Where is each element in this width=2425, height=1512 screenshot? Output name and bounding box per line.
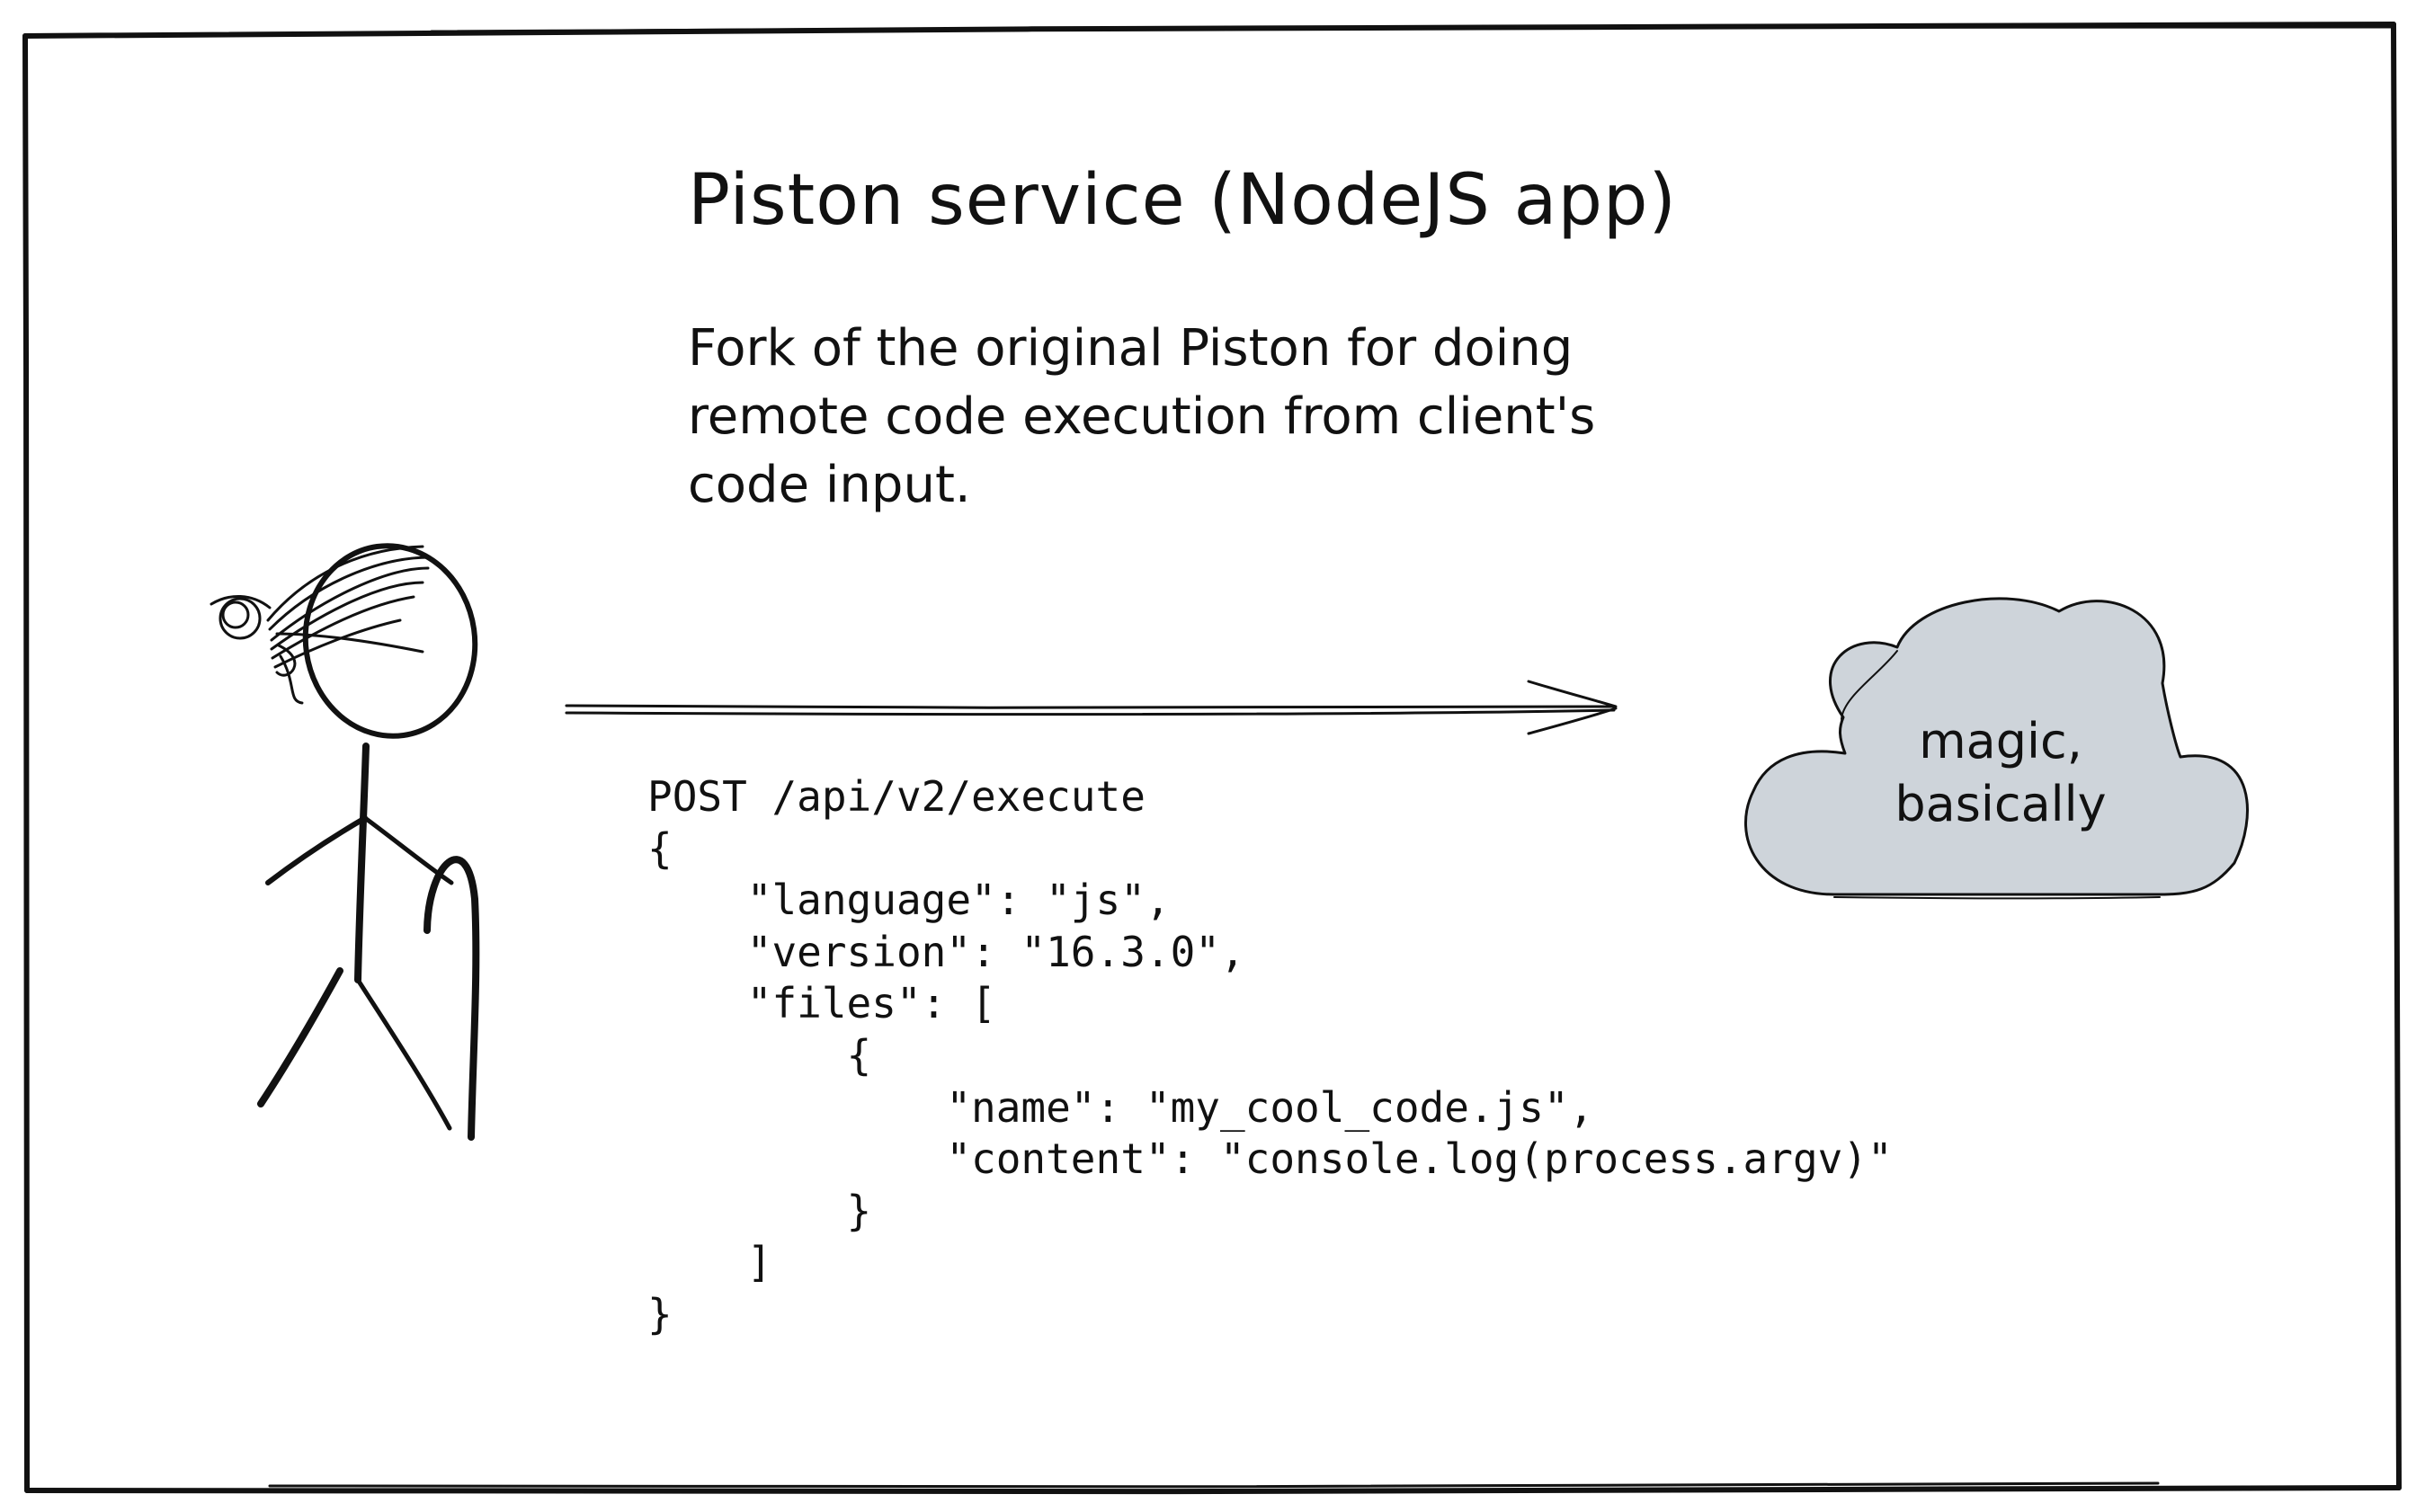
- code-line: "content": "console.log(process.argv)": [647, 1134, 1893, 1184]
- code-line: }: [647, 1186, 872, 1235]
- code-line: "name": "my_cool_code.js",: [647, 1082, 1594, 1132]
- code-line: }: [647, 1289, 673, 1339]
- description-line: remote code execution from client's: [688, 387, 1596, 446]
- stick-figure-with-cane-icon: [210, 543, 480, 1141]
- description-line: code input.: [688, 456, 971, 514]
- code-line: {: [647, 823, 673, 873]
- cloud-label: magic, basically: [1852, 710, 2149, 836]
- service-description: Fork of the original Piston for doing re…: [688, 315, 1713, 520]
- request-code-block: POST /api/v2/execute{ "language": "js", …: [647, 771, 1893, 1341]
- code-line: "version": "16.3.0",: [647, 927, 1245, 976]
- code-line: POST /api/v2/execute: [647, 772, 1146, 821]
- cloud-label-line: basically: [1895, 776, 2107, 832]
- arrow-right-icon: [565, 680, 1618, 735]
- code-line: "language": "js",: [647, 876, 1171, 925]
- frame-border: [22, 22, 2402, 1495]
- code-line: "files": [: [647, 979, 996, 1028]
- cloud-icon: [1744, 597, 2249, 900]
- code-line: {: [647, 1030, 872, 1080]
- description-line: Fork of the original Piston for doing: [688, 319, 1574, 378]
- diagram-title: Piston service (NodeJS app): [688, 160, 1677, 241]
- cloud-label-line: magic,: [1919, 713, 2082, 769]
- code-line: ]: [647, 1238, 772, 1287]
